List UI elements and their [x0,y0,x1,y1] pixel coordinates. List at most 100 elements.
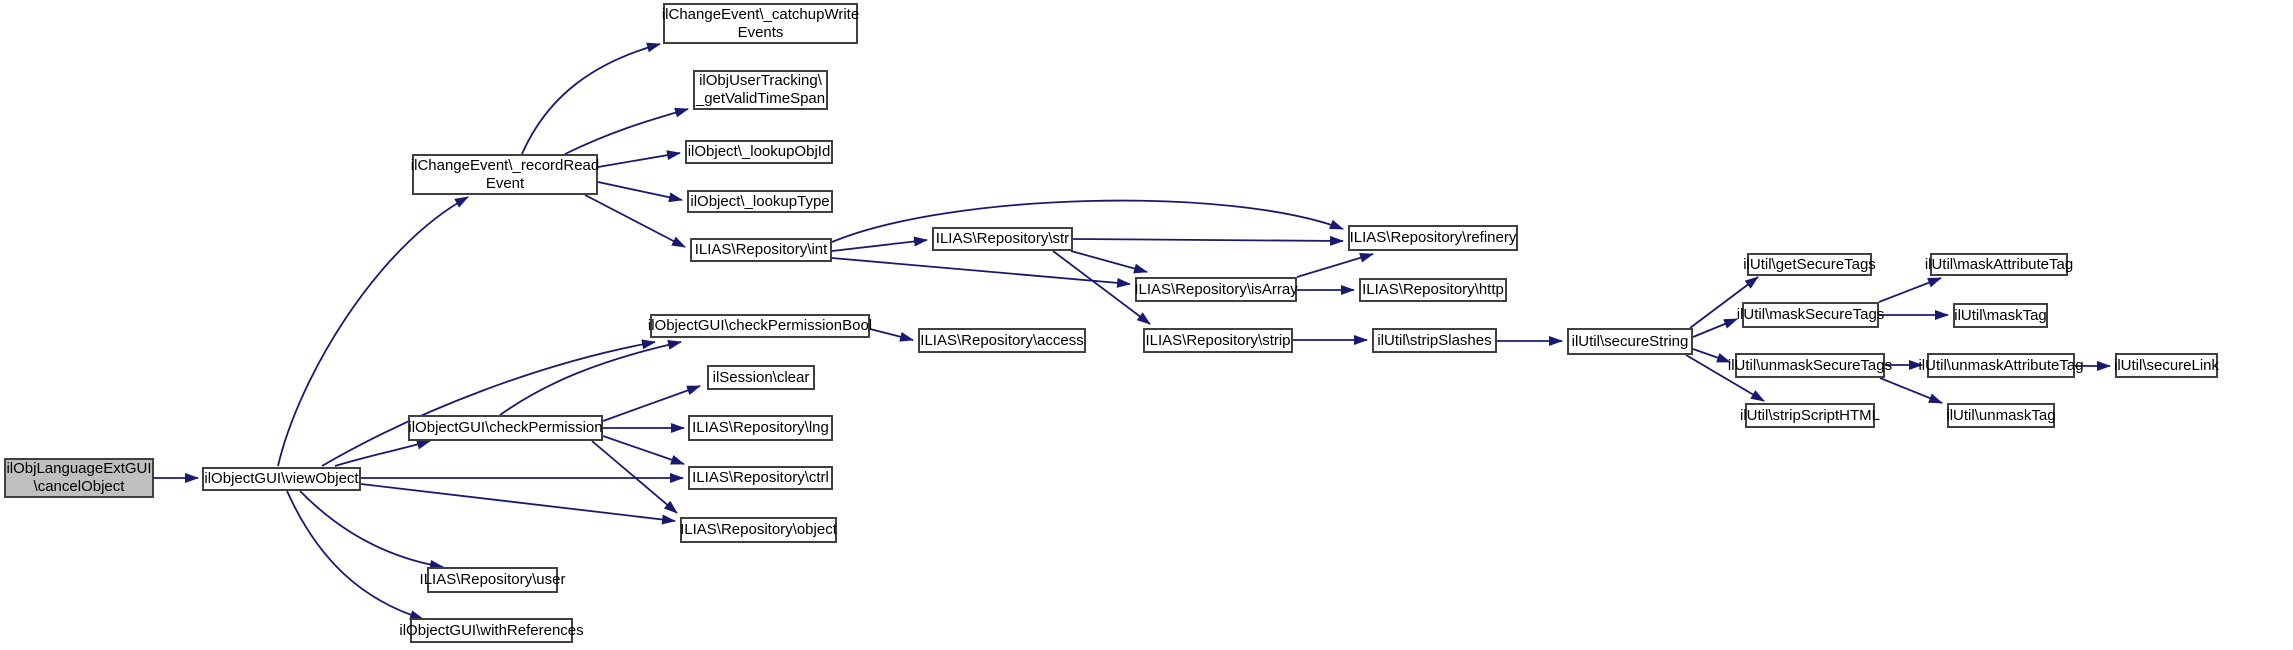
node-object[interactable]: ILIAS\Repository\object [680,517,837,543]
node-label: ILIAS\Repository\strip [1145,331,1291,349]
node-user[interactable]: ILIAS\Repository\user [420,567,565,593]
node-withReferences[interactable]: ilObjectGUI\withReferences [399,618,584,643]
node-label: ilUtil\maskSecureTags [1736,306,1885,323]
node-getValidTimeSpan[interactable]: ilObjUserTracking\_getValidTimeSpan [693,70,828,110]
node-lookupType[interactable]: ilObject\_lookupType [687,190,833,213]
edge-checkPermission-clear [602,385,701,422]
node-strip[interactable]: ILIAS\Repository\strip [1143,328,1293,353]
node-label: ilChangeEvent\_recordRead [410,156,600,174]
node-label: ilUtil\maskAttributeTag [1924,255,2074,273]
edge-viewObject-object [360,483,676,525]
node-unmaskSecureTags[interactable]: ilUtil\unmaskSecureTags [1728,353,1892,378]
edge-secureString-maskSecureTags [1692,318,1738,338]
node-label: ilObjectGUI\checkPermissionBool [647,317,873,334]
edges-group [154,42,2111,620]
node-int[interactable]: ILIAS\Repository\int [690,238,832,262]
node-checkPermissionBool[interactable]: ilObjectGUI\checkPermissionBool [647,314,873,338]
node-label: ILIAS\Repository\ctrl [692,469,829,486]
node-label: _getValidTimeSpan [695,90,826,107]
node-label: ilObjUserTracking\ [699,72,822,89]
node-refinery[interactable]: ILIAS\Repository\refinery [1348,225,1518,251]
node-clear[interactable]: ilSession\clear [707,365,815,390]
edge-secureString-stripScriptHTML [1685,354,1765,402]
node-label: ILIAS\Repository\http [1362,281,1504,298]
node-isArray[interactable]: ILIAS\Repository\isArray [1134,277,1298,302]
node-label: Event [485,174,525,192]
edge-recordReadEvent-lookupType [597,181,683,203]
edge-str-strip [1052,250,1151,325]
node-label: ILIAS\Repository\lng [692,419,829,436]
node-label: ILIAS\Repository\user [419,571,566,588]
edge-viewObject-checkPermissionBool [321,339,656,467]
node-label: ilObject\_lookupObjId [687,143,831,160]
node-label: ilObjectGUI\checkPermission [408,419,603,436]
edge-viewObject-user [299,490,444,570]
edge-checkPermission-checkPermissionBool [499,339,682,416]
edge-isArray-refinery [1296,252,1374,278]
node-stripScriptHTML[interactable]: ilUtil\stripScriptHTML [1740,403,1880,428]
node-label: ilUtil\maskTag [1954,306,2047,324]
node-label: ilObjectGUI\withReferences [399,621,584,639]
node-label: ilObjectGUI\viewObject [204,470,359,487]
node-label: ilUtil\unmaskTag [1946,406,2056,424]
edge-viewObject-checkPermission [334,439,431,467]
edge-viewObject-recordReadEvent [277,196,469,467]
edge-recordReadEvent-lookupObjId [597,150,681,168]
edge-unmaskSecureTags-unmaskTag [1879,377,1943,404]
edge-checkPermission-ctrl [602,435,685,465]
edge-checkPermission-object [591,440,678,514]
node-label: ILIAS\Repository\int [694,241,828,258]
node-label: ilUtil\secureLink [2113,356,2220,374]
node-secureString[interactable]: ilUtil\secureString [1567,328,1693,355]
edge-int-refinery [831,199,1344,243]
edge-recordReadEvent-catchupWriteEvents [521,42,661,155]
edge-maskSecureTags-maskAttributeTag [1878,277,1942,303]
node-viewObject[interactable]: ilObjectGUI\viewObject [202,467,361,491]
node-maskTag[interactable]: ilUtil\maskTag [1953,303,2048,328]
node-ctrl[interactable]: ILIAS\Repository\ctrl [688,466,833,490]
edge-str-isArray [1070,250,1148,274]
edge-recordReadEvent-getValidTimeSpan [564,107,689,155]
edge-recordReadEvent-int [584,194,686,248]
edge-secureString-getSecureTags [1689,276,1759,329]
node-lookupObjId[interactable]: ilObject\_lookupObjId [685,140,833,164]
node-label: ilObjLanguageExtGUI [6,460,152,477]
edge-secureString-unmaskSecureTags [1692,348,1731,363]
edge-viewObject-withReferences [286,490,424,620]
node-http[interactable]: ILIAS\Repository\http [1359,278,1507,302]
node-label: ILIAS\Repository\access [920,331,1084,349]
edge-str-refinery [1072,235,1344,246]
edge-checkPermissionBool-access [869,328,914,342]
edge-int-isArray [831,257,1131,288]
node-str[interactable]: ILIAS\Repository\str [932,227,1073,251]
node-unmaskAttributeTag[interactable]: ilUtil\unmaskAttributeTag [1918,353,2084,378]
node-label: ilUtil\stripScriptHTML [1740,406,1881,424]
node-label: ilUtil\stripSlashes [1377,331,1492,349]
node-secureLink[interactable]: ilUtil\secureLink [2113,353,2220,378]
node-maskSecureTags[interactable]: ilUtil\maskSecureTags [1737,302,1884,328]
node-maskAttributeTag[interactable]: ilUtil\maskAttributeTag [1925,253,2073,276]
node-stripSlashes[interactable]: ilUtil\stripSlashes [1372,328,1497,353]
node-label: ilUtil\secureString [1571,332,1689,350]
node-label: ILIAS\Repository\isArray [1134,280,1298,298]
node-getSecureTags[interactable]: ilUtil\getSecureTags [1743,253,1876,276]
node-label: ilObject\_lookupType [690,192,830,210]
node-checkPermission[interactable]: ilObjectGUI\checkPermission [408,415,603,441]
node-cancelObject: ilObjLanguageExtGUI\cancelObject [4,458,154,498]
node-label: ilUtil\getSecureTags [1743,255,1876,273]
node-access[interactable]: ILIAS\Repository\access [918,328,1086,353]
node-label: ilUtil\unmaskSecureTags [1727,356,1893,374]
node-label: ilSession\clear [712,368,810,386]
node-lng[interactable]: ILIAS\Repository\lng [688,415,833,441]
edge-int-str [831,236,928,252]
node-label: Events [737,23,784,41]
node-label: ILIAS\Repository\refinery [1349,229,1517,246]
node-unmaskTag[interactable]: ilUtil\unmaskTag [1946,403,2056,428]
node-label: ILIAS\Repository\str [935,230,1070,247]
node-label: ilUtil\unmaskAttributeTag [1918,356,2084,374]
node-label: ilChangeEvent\_catchupWrite [661,5,860,23]
